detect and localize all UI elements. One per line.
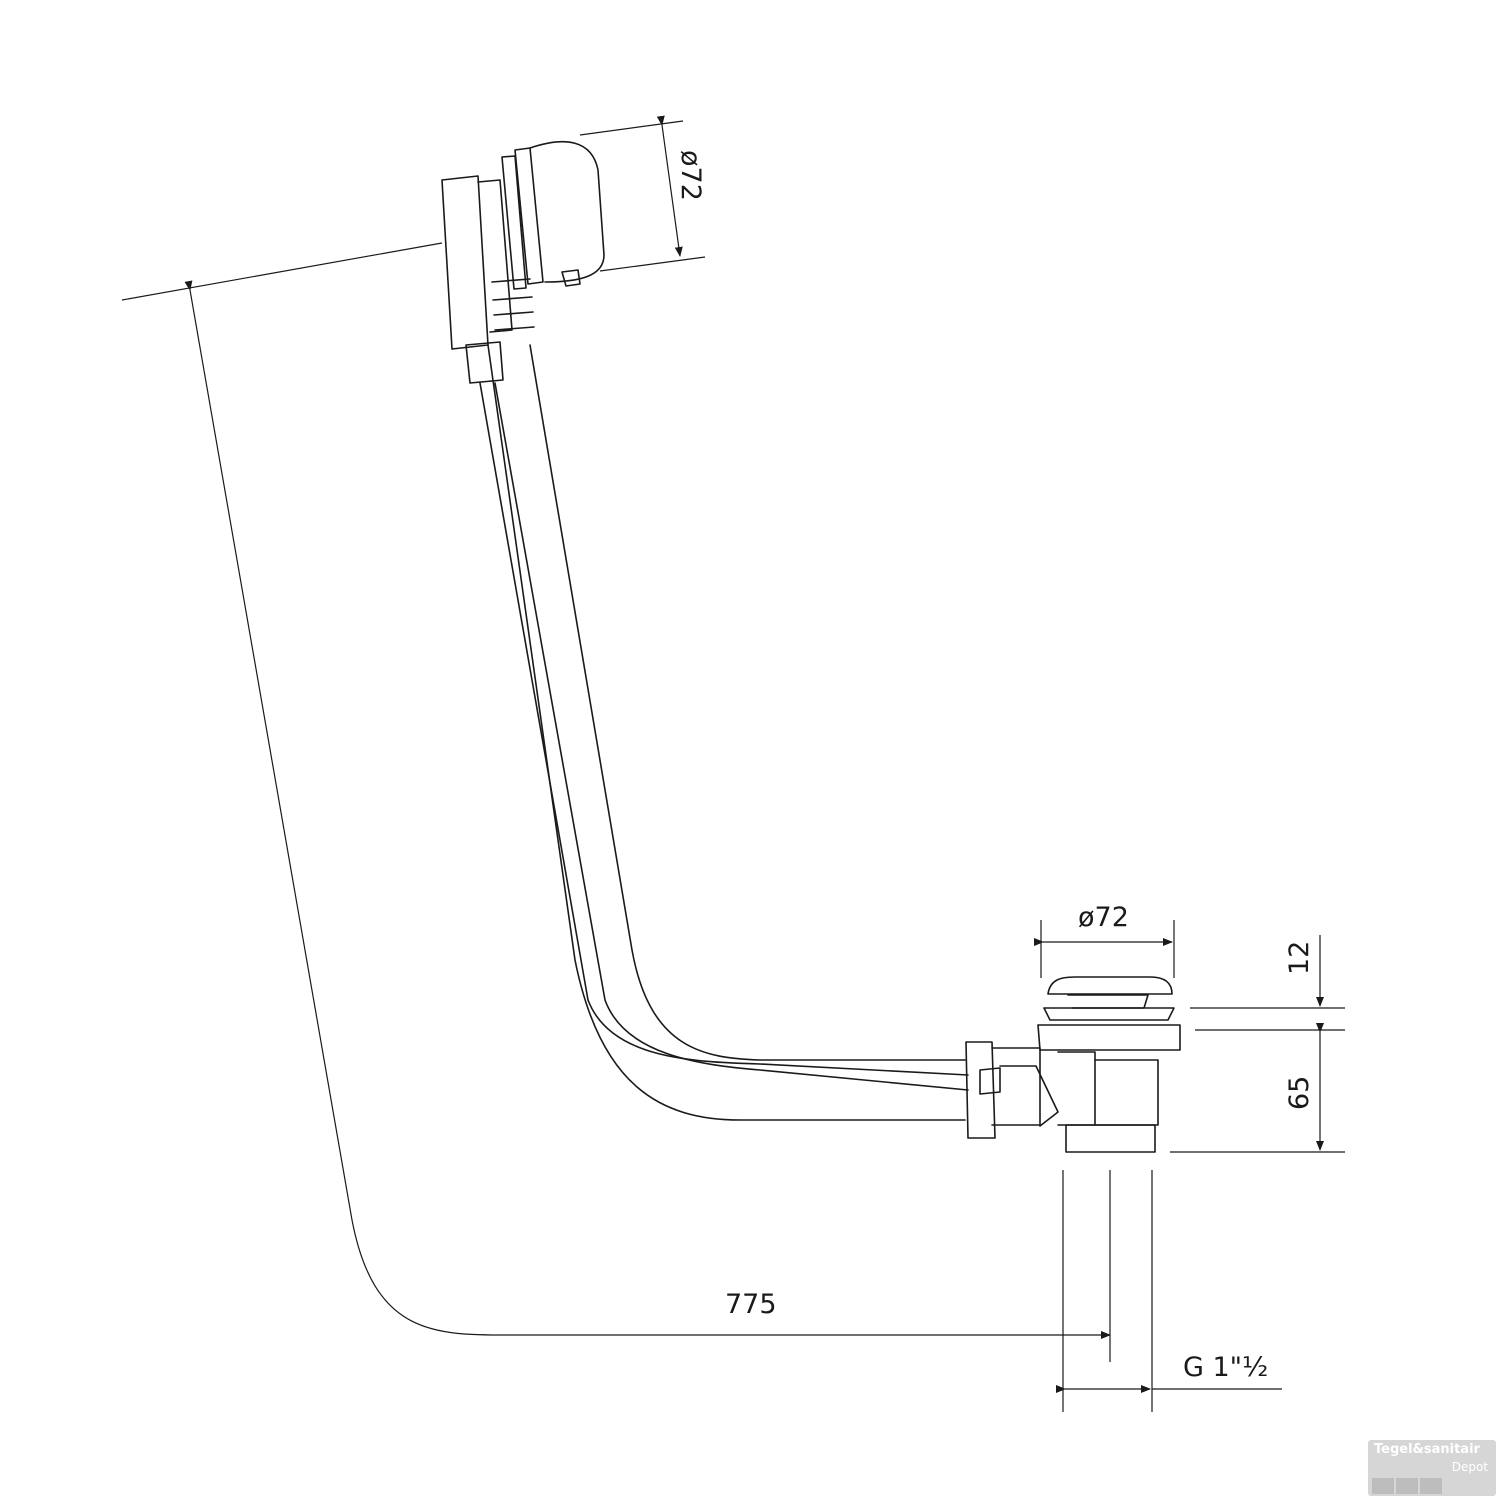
dim-thread-label: G 1"½: [1183, 1352, 1268, 1383]
watermark-tile: [1372, 1478, 1394, 1494]
dim-body-height-label: 65: [1284, 1076, 1315, 1110]
dim-overflow-diameter-label: ø72: [675, 150, 706, 201]
watermark-tile: [1396, 1478, 1418, 1494]
dim-rim-to-bend: 775: [184, 280, 1111, 1339]
watermark-logo: Tegel&sanitair Depot: [1368, 1440, 1496, 1496]
dim-thread: G 1"½: [1056, 1352, 1282, 1393]
dim-drain-diameter: ø72: [1034, 902, 1175, 978]
drain-assembly: [965, 976, 1181, 1153]
dim-drain-diameter-label: ø72: [1078, 902, 1129, 933]
watermark-brand: Tegel&sanitair: [1374, 1442, 1480, 1457]
overflow-assembly: [441, 140, 605, 384]
tub-rim-line: [121, 242, 443, 301]
overflow-pipe: [479, 344, 969, 1121]
outlet-pipe: [1062, 1170, 1153, 1412]
dim-body-height: 65: [1170, 1023, 1345, 1153]
dim-cap-height: 12: [1190, 935, 1345, 1031]
dim-cap-height-label: 12: [1284, 941, 1315, 975]
watermark-tile: [1420, 1478, 1442, 1494]
dim-pipe-length-label: 775: [725, 1289, 777, 1320]
watermark-sub: Depot: [1451, 1460, 1488, 1474]
dim-overflow-diameter: ø72: [579, 115, 706, 272]
